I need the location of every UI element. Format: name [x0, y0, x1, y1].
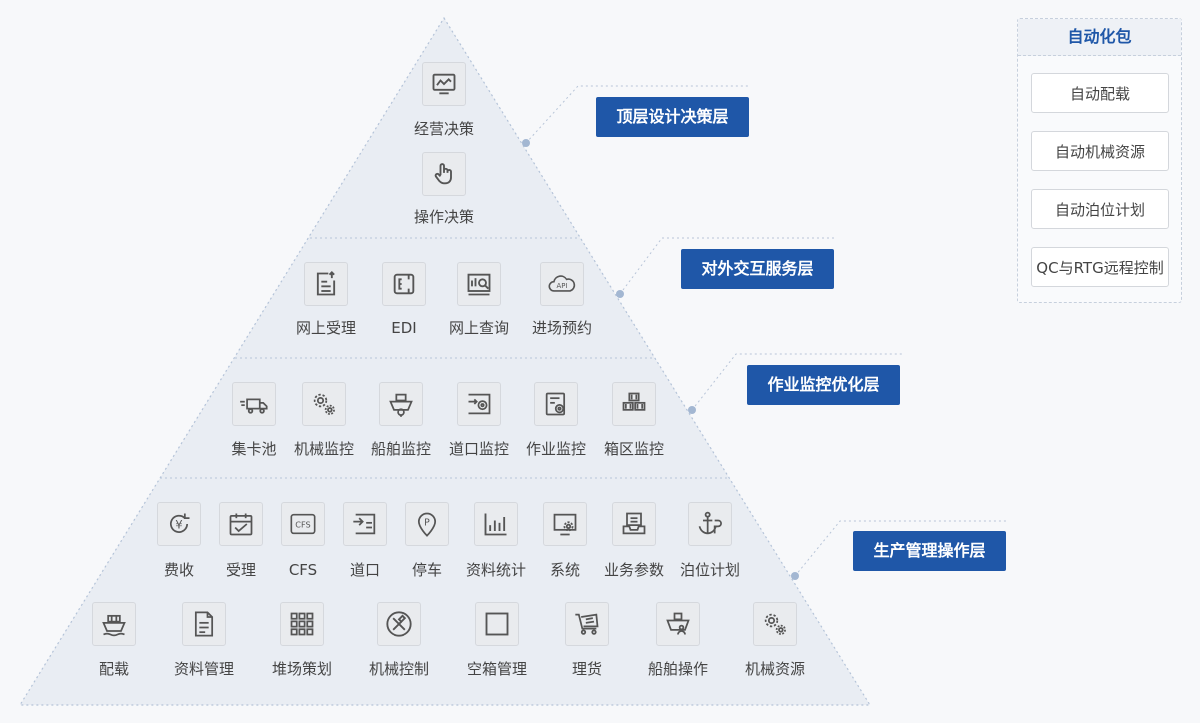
edi-icon[interactable] — [382, 262, 426, 306]
item-label: 机械控制 — [368, 660, 429, 678]
empty-box-icon[interactable] — [475, 602, 519, 646]
item-label: 操作决策 — [413, 208, 474, 226]
item-label: 资料管理 — [173, 660, 234, 678]
gate-camera-icon[interactable] — [457, 382, 501, 426]
item-label: 资料统计 — [465, 561, 526, 579]
item-label: CFS — [288, 561, 318, 579]
item-label: 空箱管理 — [466, 660, 527, 678]
automation-panel: 自动化包 自动配载 自动机械资源 自动泊位计划 QC与RTG远程控制 — [1017, 18, 1182, 303]
item-label: 道口 — [349, 561, 380, 579]
connector-dot — [791, 572, 799, 580]
ship-person-icon[interactable] — [656, 602, 700, 646]
cart-icon[interactable] — [565, 602, 609, 646]
cfs-icon[interactable]: CFS — [281, 502, 325, 546]
container-stack-icon[interactable] — [612, 382, 656, 426]
svg-text:P: P — [424, 518, 430, 529]
search-chart-icon[interactable] — [457, 262, 501, 306]
connector-line — [691, 353, 902, 411]
item-label: 理货 — [571, 660, 602, 678]
tools-icon[interactable] — [377, 602, 421, 646]
automation-item[interactable]: 自动泊位计划 — [1031, 189, 1169, 229]
item-label: 受理 — [225, 561, 256, 579]
item-label: 集卡池 — [231, 440, 277, 458]
item-label: 费收 — [163, 561, 194, 579]
gears-icon[interactable] — [302, 382, 346, 426]
automation-item[interactable]: 自动配载 — [1031, 73, 1169, 113]
connector-line — [794, 520, 1006, 577]
item-label: 进场预约 — [531, 319, 592, 337]
layer-label-production: 生产管理操作层 — [853, 531, 1006, 571]
ship-cargo-icon[interactable] — [92, 602, 136, 646]
yuan-cycle-icon[interactable]: ¥ — [157, 502, 201, 546]
svg-text:CFS: CFS — [295, 520, 310, 530]
file-icon[interactable] — [182, 602, 226, 646]
layer-label-monitor: 作业监控优化层 — [747, 365, 900, 405]
connector-line — [525, 85, 750, 144]
automation-item[interactable]: QC与RTG远程控制 — [1031, 247, 1169, 287]
connector-line — [619, 237, 835, 295]
layer-label-service: 对外交互服务层 — [681, 249, 834, 289]
automation-item[interactable]: 自动机械资源 — [1031, 131, 1169, 171]
item-label: 堆场策划 — [271, 660, 332, 678]
item-label: 经营决策 — [413, 120, 474, 138]
item-label: 网上受理 — [295, 319, 356, 337]
task-camera-icon[interactable] — [534, 382, 578, 426]
item-label: 作业监控 — [525, 440, 586, 458]
item-label: 箱区监控 — [603, 440, 664, 458]
anchor-p-icon[interactable] — [688, 502, 732, 546]
truck-icon[interactable] — [232, 382, 276, 426]
screen-gear-icon[interactable] — [543, 502, 587, 546]
connector-dot — [616, 290, 624, 298]
item-label: 船舶监控 — [370, 440, 431, 458]
svg-text:API: API — [557, 282, 568, 290]
monitor-chart-icon[interactable] — [422, 62, 466, 106]
item-label: 网上查询 — [448, 319, 509, 337]
item-label: 泊位计划 — [679, 561, 740, 579]
item-label: 机械监控 — [293, 440, 354, 458]
api-cloud-icon[interactable]: API — [540, 262, 584, 306]
bar-chart-icon[interactable] — [474, 502, 518, 546]
gate-arrow-icon[interactable] — [343, 502, 387, 546]
item-label: 船舶操作 — [647, 660, 708, 678]
ship-monitor-icon[interactable] — [379, 382, 423, 426]
item-label: 停车 — [411, 561, 442, 579]
connector-dot — [522, 139, 530, 147]
automation-title: 自动化包 — [1018, 19, 1181, 56]
item-label: 配载 — [98, 660, 129, 678]
item-label: 业务参数 — [603, 561, 664, 579]
svg-text:¥: ¥ — [175, 518, 182, 532]
grid-icon[interactable] — [280, 602, 324, 646]
item-label: 系统 — [549, 561, 580, 579]
item-label: EDI — [391, 319, 417, 337]
item-label: 机械资源 — [744, 660, 805, 678]
connector-dot — [688, 406, 696, 414]
gears-icon[interactable] — [753, 602, 797, 646]
item-label: 道口监控 — [448, 440, 509, 458]
hand-pointer-icon[interactable] — [422, 152, 466, 196]
layer-label-top: 顶层设计决策层 — [596, 97, 749, 137]
parking-pin-icon[interactable]: P — [405, 502, 449, 546]
calendar-check-icon[interactable] — [219, 502, 263, 546]
document-upload-icon[interactable] — [304, 262, 348, 306]
inbox-tray-icon[interactable] — [612, 502, 656, 546]
